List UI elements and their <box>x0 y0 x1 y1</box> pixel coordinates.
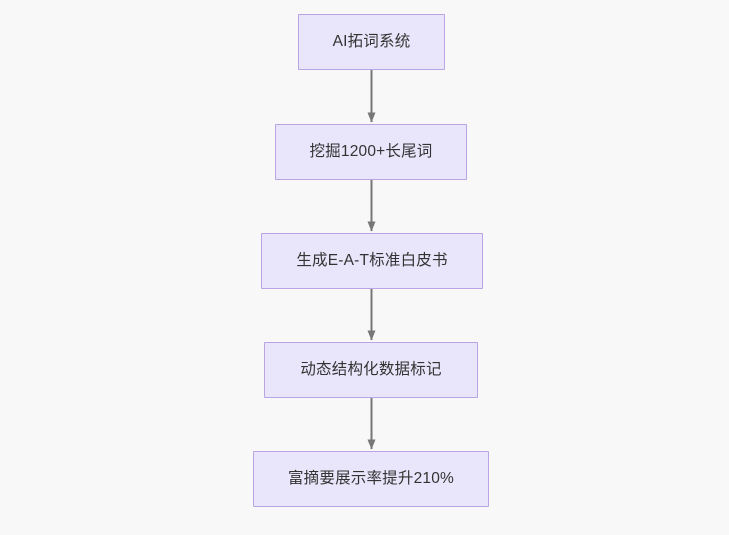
flow-node-label: 生成E-A-T标准白皮书 <box>296 252 448 270</box>
flow-node-ai-keyword-system[interactable]: AI拓词系统 <box>298 14 445 70</box>
flow-node-label: 动态结构化数据标记 <box>300 361 442 379</box>
flow-node-label: 富摘要展示率提升210% <box>287 470 455 488</box>
flow-node-structured-data-markup[interactable]: 动态结构化数据标记 <box>264 342 478 398</box>
flow-node-eat-whitepaper[interactable]: 生成E-A-T标准白皮书 <box>261 233 483 289</box>
flow-node-rich-snippet-result[interactable]: 富摘要展示率提升210% <box>253 451 489 507</box>
flow-node-label: AI拓词系统 <box>332 33 411 51</box>
flow-node-longtail-mining[interactable]: 挖掘1200+长尾词 <box>275 124 467 180</box>
flow-node-label: 挖掘1200+长尾词 <box>309 143 433 161</box>
